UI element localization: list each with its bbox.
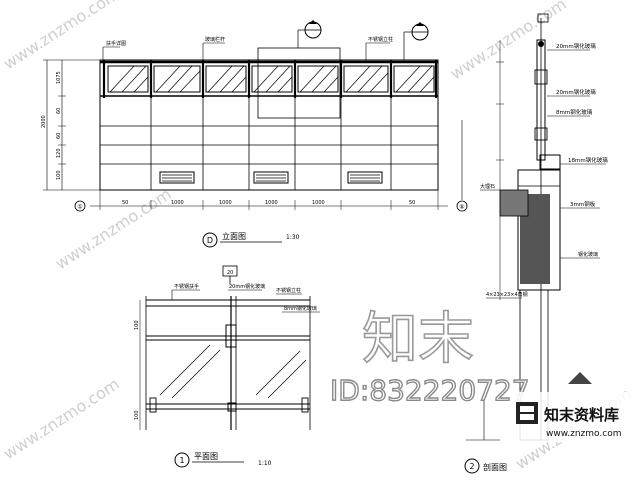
- brand-logo: 知末资料库 www.znzmo.com: [510, 372, 640, 442]
- callout-1: 扶手详图: [106, 40, 126, 47]
- section-note-6: 钢化玻璃: [578, 251, 598, 258]
- dim-bottom-5: 1000: [312, 200, 325, 206]
- watermark-overlay: 知末 ID:832220727: [329, 306, 530, 408]
- elevation-index: D: [207, 236, 213, 245]
- plan-callout-3: 不锈钢立柱: [276, 287, 301, 294]
- dim-bottom-2: 1000: [171, 200, 184, 206]
- plan-title: 平面图: [194, 452, 218, 461]
- plan-scale: 1:10: [258, 460, 272, 467]
- elevation-left-dimensions: 2000 1075 60 60 120 100: [41, 59, 100, 191]
- logo-icon: [516, 402, 538, 424]
- section-note-2: 20mm钢化玻璃: [556, 88, 596, 96]
- dim-bottom-3: 1000: [219, 200, 232, 206]
- section-note-3: 8mm钢化玻璃: [556, 108, 593, 116]
- wall-panel-grid: [100, 98, 438, 190]
- section-index: 2: [469, 462, 474, 471]
- section-left-dims: [496, 40, 504, 300]
- plan-section-marker: 20: [222, 265, 238, 284]
- callout-2: 玻璃栏杆: [205, 36, 225, 43]
- section-note-5: 3mm钢板: [570, 200, 596, 208]
- callout-3: 不锈钢立柱: [368, 36, 393, 43]
- vent-grilles: [159, 171, 383, 184]
- plan-dim-1: 100: [134, 320, 140, 330]
- plan-note-right: 8mm钢化玻璃: [284, 305, 317, 312]
- balustrade-posts: [102, 60, 438, 98]
- plan-callouts: 不锈钢扶手 20mm钢化玻璃 不锈钢立柱 8mm钢化玻璃: [171, 283, 320, 313]
- dim-upper: 1075: [56, 71, 62, 84]
- elevation-outline: [99, 59, 439, 191]
- section-note-left: 大理石: [480, 183, 495, 190]
- dim-bottom-1: 50: [122, 200, 128, 206]
- axis-right: ⑥: [459, 204, 464, 211]
- elevation-title: 立面图: [222, 231, 246, 241]
- plan-title-block: 1 平面图 1:10: [174, 452, 272, 468]
- elevation-drawing: 扶手详图 玻璃栏杆 不锈钢立柱: [41, 20, 468, 248]
- watermark-site-4: www.znzmo.com: [0, 374, 123, 463]
- axis-marks: ① ⑥: [74, 120, 468, 212]
- watermark-site-2: www.znzmo.com: [447, 0, 570, 83]
- dim-bottom-6: 50: [409, 200, 415, 206]
- section-notes: 20mm钢化玻璃 20mm钢化玻璃 8mm钢化玻璃 18mm钢化玻璃 3mm钢板…: [480, 42, 608, 299]
- axis-left: ①: [77, 204, 82, 211]
- glass-panels: [107, 65, 435, 93]
- detail-bubble-1: [297, 20, 322, 48]
- elevation-title-block: D 立面图 1:30: [202, 231, 300, 248]
- dim-row-1: 60: [56, 108, 62, 114]
- plan-callout-2: 20mm钢化玻璃: [229, 283, 265, 290]
- section-drawing: 20mm钢化玻璃 20mm钢化玻璃 8mm钢化玻璃 18mm钢化玻璃 3mm钢板…: [464, 13, 608, 474]
- logo-text: 知末资料库: [544, 406, 619, 424]
- dim-row-3: 120: [56, 148, 62, 158]
- detail-bubble-2: [403, 22, 429, 60]
- plan-dim-top: 20: [227, 270, 233, 276]
- section-post: [536, 39, 546, 161]
- dim-row-4: 100: [56, 170, 62, 180]
- watermark-site-3: www.znzmo.com: [52, 184, 175, 273]
- plan-index: 1: [179, 456, 184, 465]
- section-note-4: 18mm钢化玻璃: [568, 156, 608, 164]
- plan-callout-1: 不锈钢扶手: [174, 283, 199, 290]
- elevation-scale: 1:30: [286, 234, 300, 241]
- watermark-brand: 知末: [362, 307, 474, 372]
- section-note-7: 4×23×23×4角钢: [486, 291, 528, 298]
- section-title-block: 2 剖面图: [464, 458, 507, 474]
- detail-boundary: [257, 47, 341, 119]
- elevation-callouts: 扶手详图 玻璃栏杆 不锈钢立柱: [102, 36, 393, 62]
- section-note-1: 20mm钢化玻璃: [556, 42, 596, 50]
- dim-row-2: 60: [56, 133, 62, 139]
- plan-dim-2: 100: [134, 410, 140, 420]
- dim-bottom-4: 1000: [265, 200, 278, 206]
- logo-url: www.znzmo.com: [546, 429, 621, 439]
- dim-total: 2000: [41, 115, 47, 128]
- watermark-id: ID:832220727: [330, 374, 530, 407]
- section-slab: [499, 169, 561, 441]
- section-title: 剖面图: [483, 462, 507, 472]
- elevation-bottom-dimensions: 50 1000 1000 1000 1000 50: [90, 190, 448, 210]
- plan-drawing: 100 100 20 不锈钢扶手 20mm钢化玻璃 不锈钢立柱 8mm钢化玻璃 …: [134, 265, 320, 468]
